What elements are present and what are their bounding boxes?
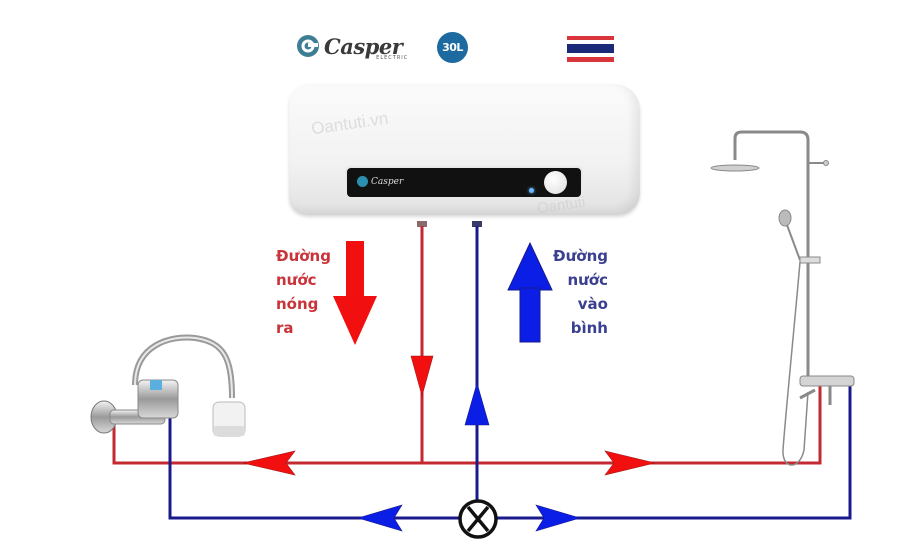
cold-water-in-label: Đường nước vào bình — [540, 244, 608, 340]
cold-water-in-arrow-icon — [507, 241, 553, 343]
brand-subtitle: ELECTRIC — [376, 54, 409, 61]
label-line: vào — [577, 295, 608, 313]
cold-flow-arrow-left-icon — [356, 504, 403, 532]
hot-water-out-label: Đường nước nóng ra — [276, 244, 331, 340]
hot-water-out-arrow-icon — [333, 241, 377, 345]
panel-logo: Casper — [357, 176, 403, 187]
hot-flow-arrow-down-icon — [410, 355, 434, 398]
label-line: Đường — [276, 247, 331, 265]
brand-logo: Casper ELECTRIC — [296, 33, 409, 61]
shutoff-valve-icon — [458, 499, 498, 539]
temperature-knob[interactable] — [544, 171, 567, 194]
casper-logo-icon — [357, 176, 368, 187]
label-line: nước — [567, 271, 608, 289]
heater-control-panel: Casper — [345, 166, 583, 199]
hot-outlet-fitting — [417, 221, 427, 227]
watermark: Oantuti.vn — [309, 108, 390, 139]
cold-flow-arrow-right-icon — [535, 504, 582, 532]
sink-faucet-icon — [90, 334, 246, 437]
thailand-flag-icon — [567, 36, 614, 62]
label-line: nóng — [276, 295, 319, 313]
shower-set-icon — [710, 130, 855, 466]
hot-flow-arrow-left-icon — [242, 450, 296, 476]
capacity-badge: 30L — [437, 32, 468, 63]
power-led-icon — [529, 188, 534, 193]
label-line: ra — [276, 319, 294, 337]
brand-name: Casper ELECTRIC — [324, 33, 409, 61]
cold-inlet-fitting — [472, 221, 482, 227]
casper-logo-icon — [297, 35, 319, 57]
label-line: bình — [570, 319, 608, 337]
panel-brand: Casper — [371, 176, 404, 187]
cold-pipe-network — [168, 226, 852, 520]
hot-flow-arrow-right-icon — [604, 450, 656, 476]
hot-pipe-network — [112, 226, 822, 465]
cold-flow-arrow-up-icon — [464, 381, 490, 426]
label-line: Đường — [553, 247, 608, 265]
label-line: nước — [276, 271, 317, 289]
